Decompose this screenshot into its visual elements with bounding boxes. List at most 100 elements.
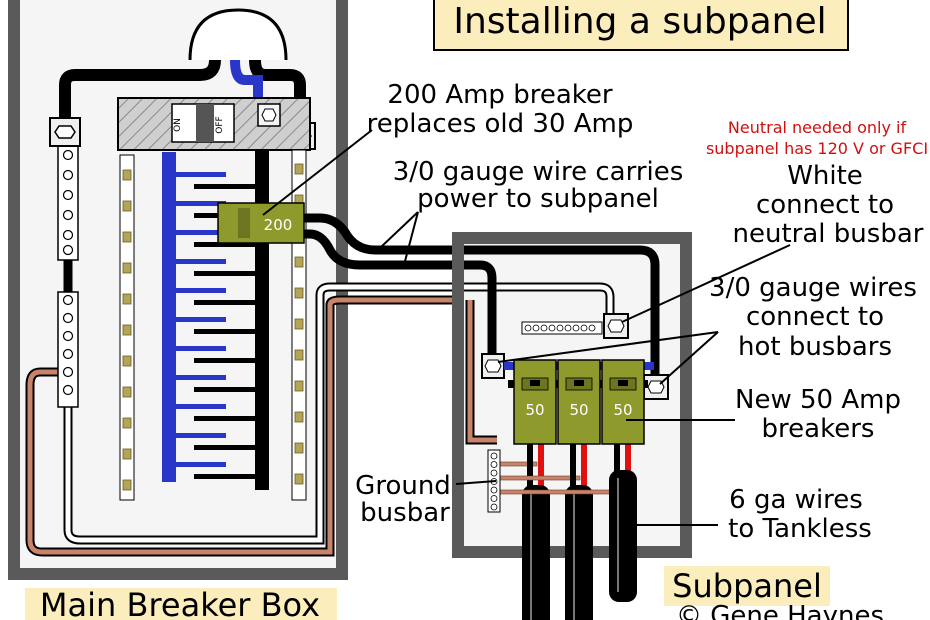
strip-slot — [122, 293, 132, 305]
strip-slot — [122, 479, 132, 491]
busbar-screw — [62, 149, 74, 161]
label-hot-line1: 3/0 gauge wires — [709, 273, 917, 303]
busbar-screw — [62, 312, 74, 324]
bus-finger-blue — [176, 230, 226, 235]
main-box-label: Main Breaker Box — [25, 586, 337, 620]
bus-finger-blue — [176, 433, 226, 438]
busbar-screw — [62, 348, 74, 360]
ground-conductor — [495, 475, 581, 481]
bus-finger-blue — [176, 317, 226, 322]
red-conductor — [581, 440, 587, 508]
neutral-screw — [556, 324, 564, 332]
busbar-screw — [62, 189, 74, 201]
bus-finger-black — [194, 329, 255, 334]
bus-finger-black — [194, 271, 255, 276]
strip-slot — [122, 355, 132, 367]
ground-screw — [490, 452, 498, 460]
black-conductor — [527, 440, 533, 508]
strip-slot — [122, 231, 132, 243]
busbar-screw — [62, 294, 74, 306]
bus-finger-blue — [176, 404, 226, 409]
credit-text: © Gene Haynes — [676, 601, 884, 620]
service-wire-neutral — [230, 45, 263, 100]
neutral-screw — [548, 324, 556, 332]
label-white-line3: neutral busbar — [733, 219, 924, 249]
strip-slot — [294, 287, 304, 299]
ground-screw — [490, 486, 498, 494]
busbar-screw — [62, 244, 74, 256]
label-gauge30-line2: power to subpanel — [417, 184, 659, 214]
neutral-screw — [572, 324, 580, 332]
strip-slot — [294, 318, 304, 330]
main-breaker-on-label: ON — [173, 118, 183, 132]
ground-screw — [490, 503, 498, 511]
busbar-screw — [62, 366, 74, 378]
label-ground-line1: Ground — [355, 471, 451, 501]
neutral-screw — [580, 324, 588, 332]
neutral-screw — [532, 324, 540, 332]
ground-screw — [490, 461, 498, 468]
service-entry — [188, 8, 288, 61]
label-gauge30-line1: 3/0 gauge wire carries — [393, 157, 684, 187]
bus-finger-black — [194, 242, 255, 247]
label-200-amp-line2: replaces old 30 Amp — [367, 109, 634, 139]
main-box-title: Main Breaker Box — [40, 586, 320, 620]
strip-slot — [122, 324, 132, 336]
label-new50-line1: New 50 Amp — [735, 385, 901, 415]
strip-slot — [122, 386, 132, 398]
label-white-line1: White — [787, 161, 863, 191]
breaker-50-value: 50 — [569, 401, 588, 419]
service-wire-right — [249, 45, 306, 135]
busbar-screw — [62, 169, 74, 181]
label-6ga-line1: 6 ga wires — [729, 485, 863, 515]
neutral-screw — [588, 324, 596, 332]
breaker-50-value: 50 — [613, 401, 632, 419]
bus-finger-black — [194, 416, 255, 421]
strip-slot — [294, 442, 304, 454]
cable-6ga — [609, 470, 637, 602]
busbar-screw — [62, 229, 74, 241]
bus-finger-black — [194, 358, 255, 363]
breaker-50-amp: 50 — [601, 359, 645, 445]
breaker-50-value: 50 — [525, 401, 544, 419]
title-box: Installing a subpanel — [433, 0, 849, 51]
cable-6ga — [565, 485, 593, 620]
breaker-200-amp: 200 — [217, 202, 305, 244]
main-breaker-off-label: OFF — [215, 116, 225, 133]
label-new50-line2: breakers — [762, 414, 875, 444]
ground-screw — [490, 495, 498, 502]
breaker-50-amp: 50 — [557, 359, 601, 445]
ground-conductor — [495, 489, 625, 495]
neutral-screw — [540, 324, 548, 332]
strip-slot — [294, 256, 304, 268]
ground-screw — [490, 469, 498, 477]
label-ground-line2: busbar — [360, 498, 450, 528]
bus-finger-black — [194, 445, 255, 450]
label-6ga-line2: to Tankless — [728, 514, 872, 544]
sub-lug-left — [481, 353, 505, 379]
neutral-screw — [524, 324, 532, 332]
label-hot-line3: hot busbars — [738, 332, 892, 362]
bus-finger-blue — [176, 346, 226, 351]
strip-slot — [294, 349, 304, 361]
breaker-200-value: 200 — [264, 216, 293, 234]
callout-lines — [262, 129, 791, 526]
strip-slot — [294, 473, 304, 485]
busbar-screw — [62, 384, 74, 396]
service-wire-left — [59, 45, 221, 135]
label-200-amp-line1: 200 Amp breaker — [387, 80, 612, 110]
bus-finger-blue — [176, 288, 226, 293]
neutral-note-line1: Neutral needed only if — [728, 118, 907, 137]
strip-slot — [294, 380, 304, 392]
black-conductor — [570, 440, 576, 508]
strip-slot — [122, 262, 132, 274]
strip-slot — [122, 169, 132, 181]
strip-slot — [294, 163, 304, 175]
strip-slot — [122, 448, 132, 460]
main-lug-left — [49, 117, 81, 147]
red-conductor — [538, 440, 544, 508]
strip-slot — [294, 411, 304, 423]
subpanel-title: Subpanel — [672, 567, 822, 605]
sub-lug-right — [643, 374, 669, 400]
breaker-50-amp: 50 — [513, 359, 557, 445]
